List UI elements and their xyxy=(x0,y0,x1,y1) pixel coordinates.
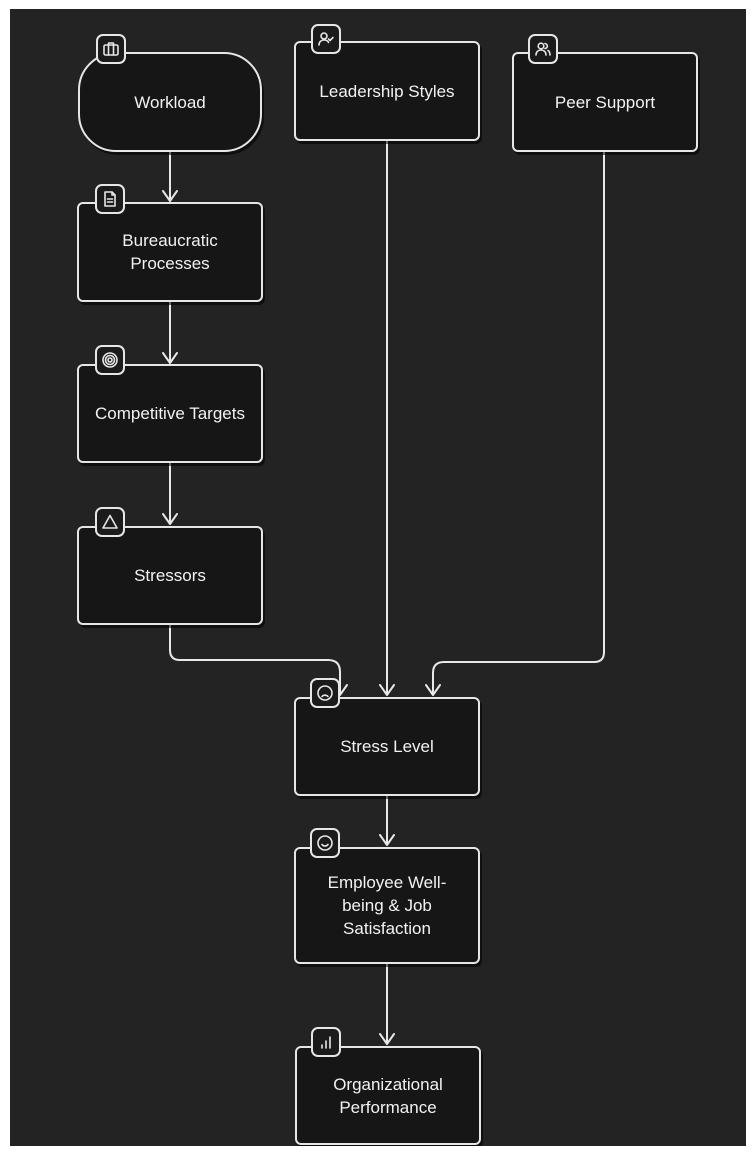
node-stressors[interactable]: Stressors xyxy=(77,526,263,625)
user-check-icon xyxy=(311,24,341,54)
edge-peer-support-to-stress-level xyxy=(432,150,605,694)
node-peer-support[interactable]: Peer Support xyxy=(512,52,698,152)
node-organizational-performance[interactable]: Organizational Performance xyxy=(295,1046,481,1145)
node-label: Workload xyxy=(134,92,206,112)
node-competitive-targets[interactable]: Competitive Targets xyxy=(77,364,263,463)
briefcase-icon xyxy=(96,34,126,64)
document-icon xyxy=(95,184,125,214)
node-label: Peer Support xyxy=(554,92,656,112)
frown-face-icon xyxy=(310,678,340,708)
users-icon xyxy=(528,34,558,64)
bar-chart-icon xyxy=(311,1027,341,1057)
arrowhead xyxy=(162,190,178,202)
node-bureaucratic-processes[interactable]: Bureaucratic Processes xyxy=(77,202,263,302)
arrowhead xyxy=(379,684,395,696)
node-label: Leadership Styles xyxy=(319,81,455,101)
edge-layer xyxy=(162,139,605,1045)
node-label: Organizational Performance xyxy=(333,1074,443,1117)
node-workload[interactable]: Workload xyxy=(78,52,262,152)
arrowhead xyxy=(379,1033,395,1045)
node-label: Stress Level xyxy=(340,737,434,756)
smile-face-icon xyxy=(310,828,340,858)
node-label: Competitive Targets xyxy=(95,404,245,423)
node-label: Stressors xyxy=(134,566,206,585)
arrowhead xyxy=(379,834,395,846)
warning-triangle-icon xyxy=(95,507,125,537)
node-employee-wellbeing[interactable]: Employee Well-being & Job Satisfaction xyxy=(294,847,480,964)
arrowhead xyxy=(162,513,178,525)
node-stress-level[interactable]: Stress Level xyxy=(294,697,480,796)
node-label: Bureaucratic Processes xyxy=(122,231,218,273)
arrowhead xyxy=(162,352,178,364)
edge-stressors-to-stress-level xyxy=(169,623,341,694)
node-leadership-styles[interactable]: Leadership Styles xyxy=(294,41,480,141)
node-label: Employee Well-being & Job Satisfaction xyxy=(327,873,447,938)
target-icon xyxy=(95,345,125,375)
diagram-canvas: Workload Leadership Styles Peer Support … xyxy=(10,9,746,1146)
arrowhead xyxy=(425,684,441,696)
